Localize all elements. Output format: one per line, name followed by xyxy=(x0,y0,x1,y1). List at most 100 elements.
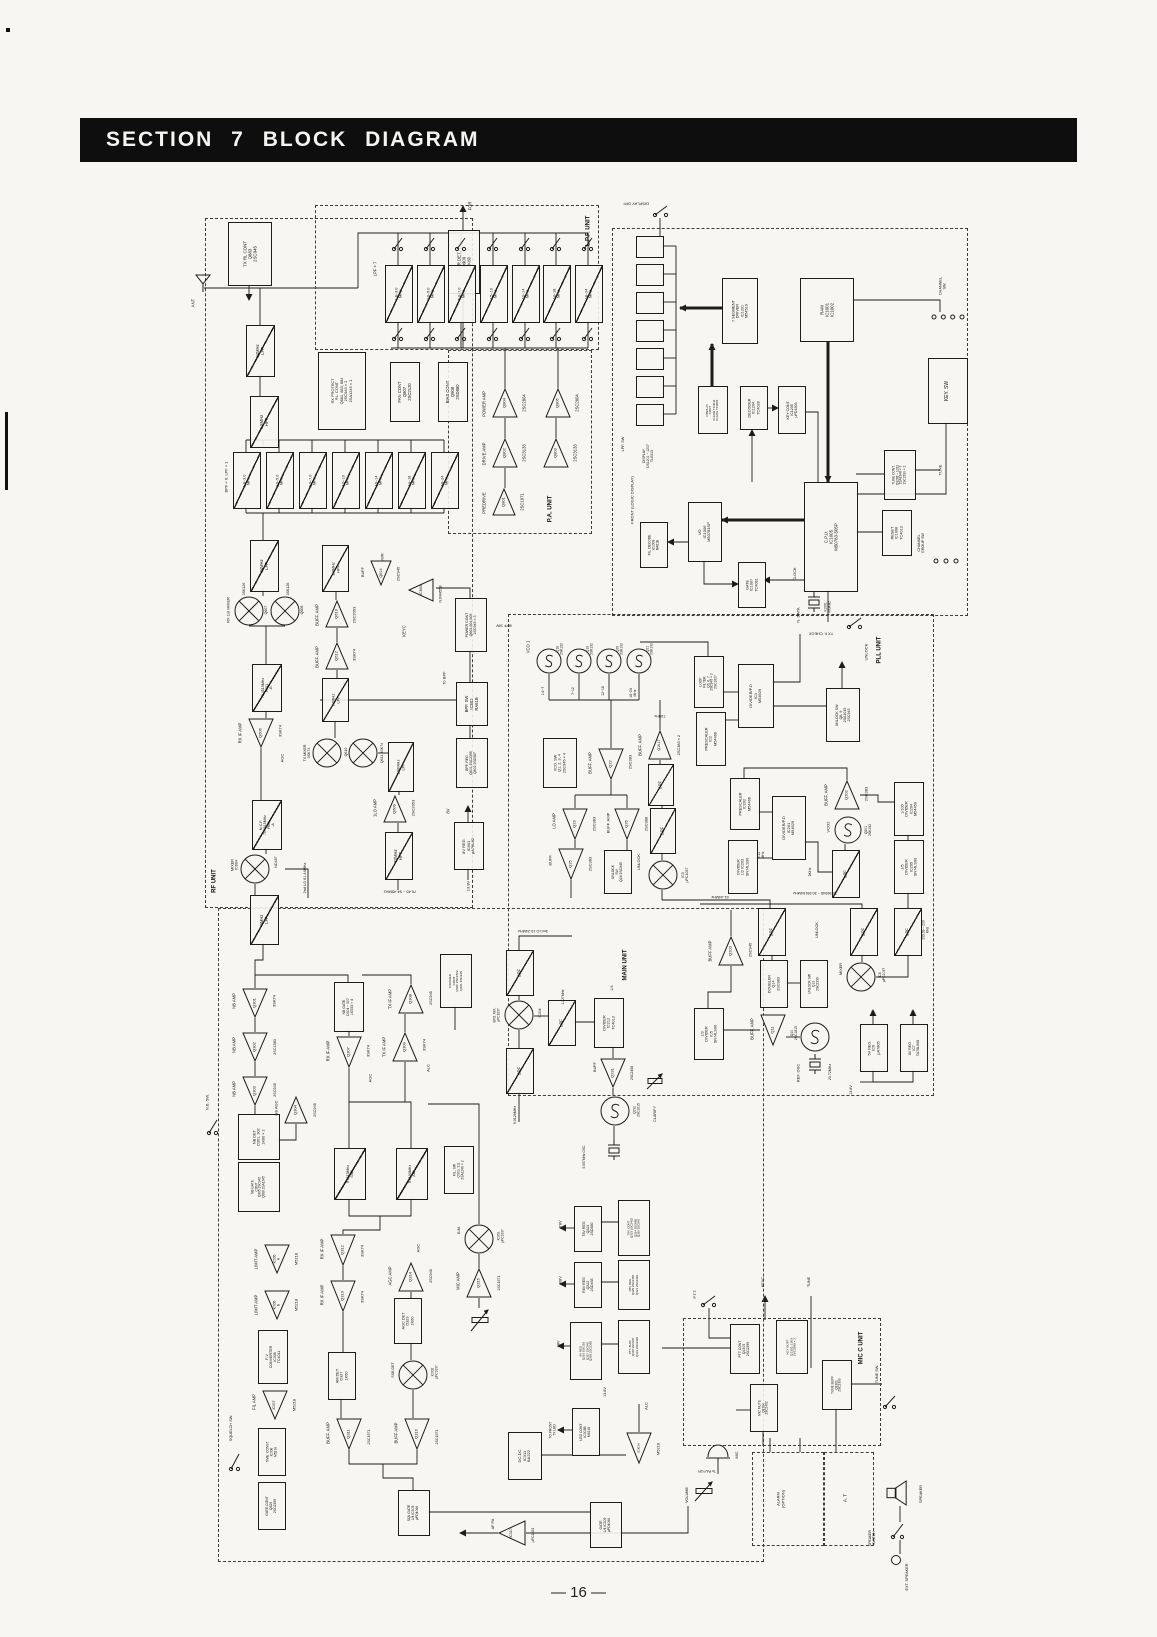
10-14-7: 10~14 MHz xyxy=(512,265,540,323)
1-4-332: 1/4 xyxy=(608,980,616,996)
key-cont-label-212: KEY CONT. IC1205 μPD4503 xyxy=(785,400,799,420)
fan-cont-30: FAN CONT Q807 2SC2120 xyxy=(390,362,420,422)
tri-glyph xyxy=(718,935,744,966)
24mhz-label-81: 24MHz LPF xyxy=(329,693,340,707)
tri-glyph xyxy=(626,1432,652,1465)
ref-osc-189: REF. OSC xyxy=(794,1056,803,1090)
osc-glyph xyxy=(800,1022,830,1052)
m-c-f-96: M.C.F. 70.4515MHz F601 -A xyxy=(252,800,282,850)
power-amp-label-33: POWER AMP xyxy=(481,391,487,417)
ssb-det-287: SSB DET xyxy=(388,1354,397,1386)
ic302-288: IC302 μPC1037 xyxy=(430,1354,439,1390)
wire-147 xyxy=(362,974,412,984)
divider-p-d-label-156: DIVIDER/P.D IC201 M54929 xyxy=(781,816,796,840)
led-cont-label-314: LED CONT IC303B M5218 xyxy=(579,1423,591,1441)
2sc1571-301: 2SC1571 xyxy=(494,1268,503,1298)
q303-label-236: Q303 xyxy=(251,1086,257,1096)
wire-98 xyxy=(860,794,894,803)
1lo-amp-102: 1LO AMP xyxy=(371,793,380,823)
a-t-361: A. T xyxy=(840,1486,850,1510)
power-amp-33: POWER AMP xyxy=(480,386,489,422)
limit-amp-264: LIMIT AMP xyxy=(252,1288,261,1322)
tri-glyph xyxy=(407,578,434,602)
q805-label-35: Q805 xyxy=(554,398,560,408)
wire-152 xyxy=(342,1216,381,1234)
osc-glyph xyxy=(566,648,592,674)
1-100-167: 1/100 DIVIDER IC204 M54459 xyxy=(894,782,924,836)
mix-glyph xyxy=(504,1000,534,1030)
tune-cont-216: TUNE CONT. Q1208 ~ 1212 2SA1348 × 3 2SC2… xyxy=(884,450,916,500)
nb-det-239: NB DET D301, 302 1K60 × 2 xyxy=(238,1114,280,1160)
2sc383-label-162: 2SC383 xyxy=(863,786,869,802)
agc-det-284: AGC DET D323 1K60 xyxy=(394,1298,422,1344)
mix-glyph xyxy=(846,962,876,992)
r8v-reg-306: R8V REG Q322 2SD468 xyxy=(574,1262,602,1308)
bpf-label-328: BPF xyxy=(516,1066,522,1076)
q304-240: Q304 xyxy=(284,1095,308,1124)
8v-195: 8V xyxy=(908,1004,917,1022)
2sc2053-103: 2SC2053 xyxy=(409,793,418,823)
3sk74-label-80: 3SK74 xyxy=(351,649,357,662)
71mhz-135: 71MHz xyxy=(646,712,674,720)
r8v-307: R8V xyxy=(556,1270,565,1290)
7-segment-label-208: 7 SEGMENT DRIVER IC1201 M54519 xyxy=(731,300,749,322)
n-data-label-111: N. DATA xyxy=(795,607,801,623)
q21-label-123: Q21 2SK192 xyxy=(645,643,653,655)
ant-label-27: ANT xyxy=(190,298,196,308)
nb-gate-label-259: NB GATE CONT Q305 2SC945 Q306 2SA1345 xyxy=(250,1176,266,1198)
wire-125 xyxy=(852,299,941,312)
8v-94: 8V xyxy=(444,802,453,820)
q314-280: Q314 xyxy=(398,1261,424,1292)
sw-glyph xyxy=(228,1453,241,1472)
nb-det-label-239: NB DET D301, 302 1K60 × 2 xyxy=(252,1128,266,1146)
mixer-179: MIXER xyxy=(836,956,845,982)
5v-reg-192: 5V REG. IC6 μA7805 xyxy=(860,1024,888,1072)
bpf-328: BPF xyxy=(506,1048,534,1094)
nb-amp-label-234: NB AMP xyxy=(231,1037,237,1053)
divider-p-d-156: DIVIDER/P.D IC201 M54929 xyxy=(772,796,806,860)
main-unit-label-323: MAIN UNIT xyxy=(622,949,629,981)
ic305-label-260: IC305 A xyxy=(272,1254,280,1264)
3rd-lo-10-24mhz-342: 3rd LO 10.24MHz xyxy=(498,926,568,935)
osc-187 xyxy=(800,1022,830,1052)
pot-glyph xyxy=(694,1481,713,1502)
agc-label-283: AGC xyxy=(415,1243,421,1253)
m5218-317: M5218 xyxy=(654,1436,663,1462)
bpf-label-136: BPF xyxy=(657,780,663,790)
buff-amp-133: BUFF. AMP xyxy=(636,728,645,762)
5khz-label-159: 5KHz xyxy=(807,867,812,877)
pot-glyph xyxy=(646,1073,663,1090)
mic-356: MIC xyxy=(732,1446,741,1464)
af-pa-320: AF PA xyxy=(488,1512,497,1536)
speaker-364: SPEAKER SWITCH xyxy=(868,1516,878,1560)
p-a-unit-54: P.A. UNIT xyxy=(545,486,557,532)
ic4-label-180: IC4 μPC1037 xyxy=(877,967,886,983)
tri-glyph xyxy=(404,1418,430,1451)
q610-label-71: Q610 xyxy=(343,747,348,757)
q313-label-277: Q313 xyxy=(339,1291,345,1301)
channel-label-214: CHANNEL SW. xyxy=(938,276,947,296)
8v-label-310: +8V xyxy=(555,1340,561,1348)
mix-glyph xyxy=(648,860,678,890)
rx-if-amp-label-275: RX IF AMP xyxy=(319,1238,325,1260)
display-label-205: DISPLAY DS1201 ~ 1207 TLG313 xyxy=(641,444,654,468)
limit-amp-label-264: LIMIT AMP xyxy=(253,1294,259,1316)
box-202 xyxy=(636,348,664,370)
9-0115mhz-label-256: 9.0115MHz SSB xyxy=(345,1164,354,1184)
q308-label-248: Q308 xyxy=(407,994,413,1004)
to-front-label-315: TO FRONT TX LED xyxy=(547,1421,556,1439)
bpf-reg-label-92: BPF. REG Q601 2SC2399 Q602 2SD987 xyxy=(465,751,477,775)
2sc383-label-131: 2SC383 xyxy=(627,754,633,770)
mix-296 xyxy=(464,1224,494,1254)
3sk74-279: 3SK74 xyxy=(358,1284,367,1310)
sw-17 xyxy=(549,236,563,252)
10-14-label-50: 10~14 MHz xyxy=(374,475,383,486)
tri-glyph xyxy=(562,808,588,841)
mix-glyph xyxy=(270,596,300,626)
t8v-cont-305: T8V. CONT Q323 2SC2402 Q324 2SD880 Q325 … xyxy=(618,1200,650,1256)
wire-63 xyxy=(436,587,471,598)
5-0-7-0-48: 5.0~7.0 MHz xyxy=(299,452,327,509)
nb-amp-label-231: NB AMP xyxy=(231,993,237,1009)
tune-buff-350: TUNE BUFF Q1301 2SC2399 xyxy=(822,1360,852,1410)
